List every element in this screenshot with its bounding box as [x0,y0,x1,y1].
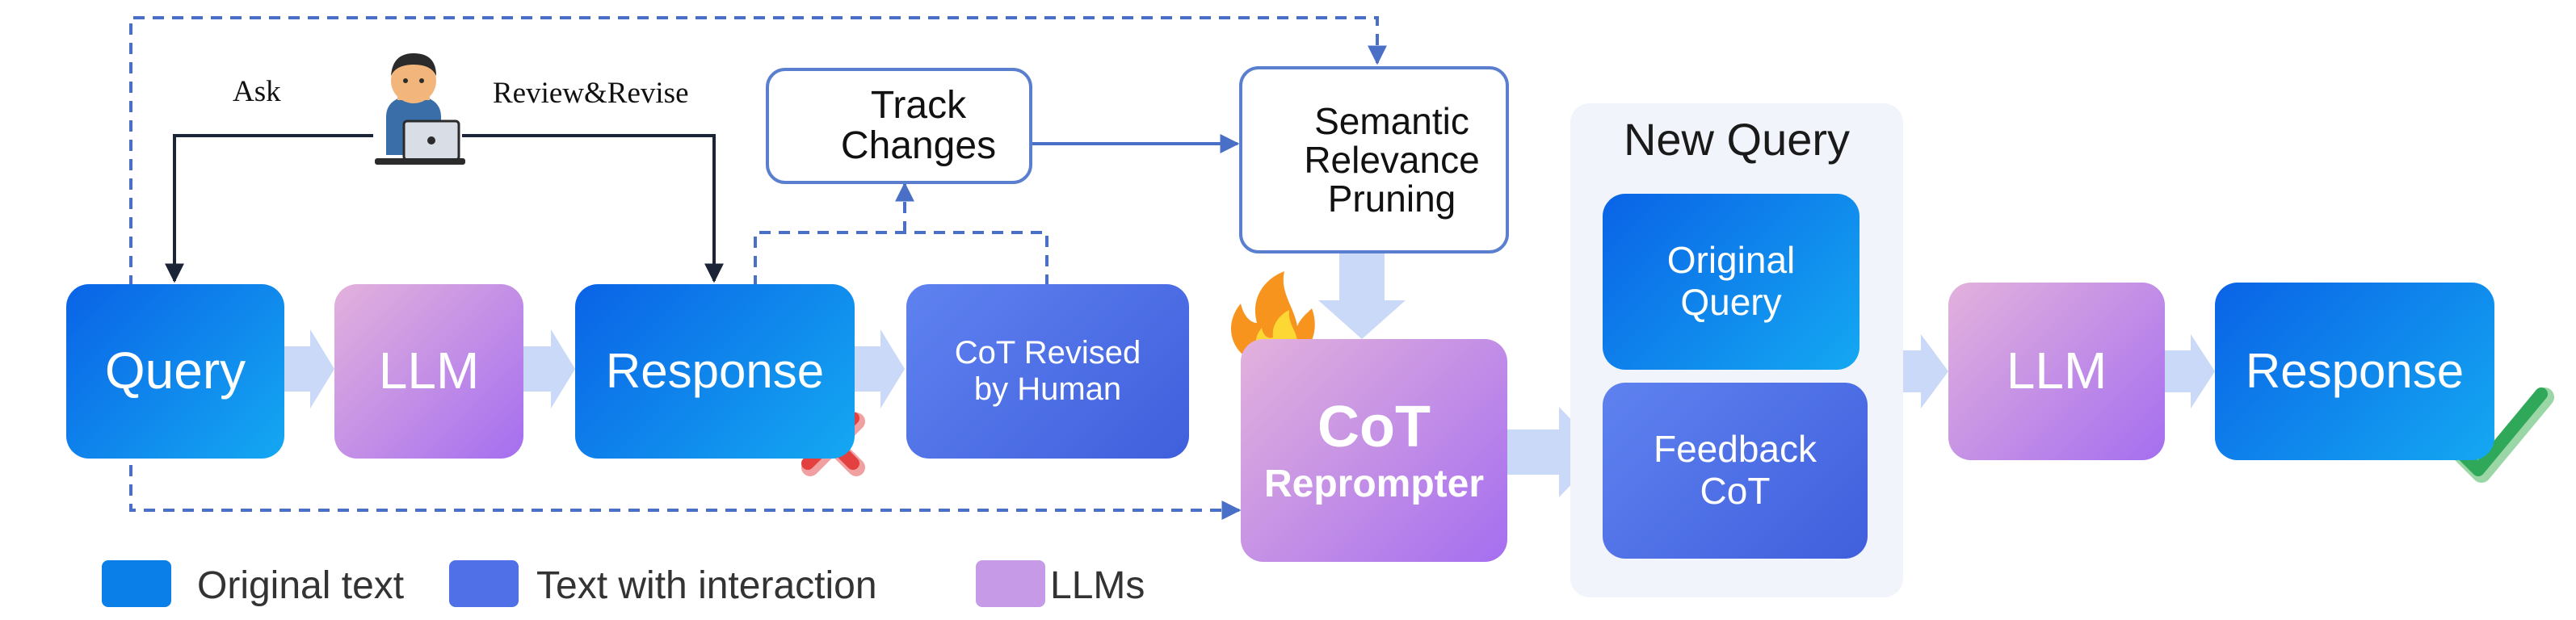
semantic-pruning-node: Semantic Relevance Pruning [1239,66,1509,253]
dashed-arrow-query-to-reprompter [129,446,1242,520]
cot-reprompter-node: CoT Reprompter [1241,339,1507,562]
legend-label-llms: LLMs [1050,564,1145,607]
legend-label-interaction: Text with interaction [536,564,877,607]
legend-swatch-original [102,560,171,607]
feedback-cot-node: Feedback CoT [1603,383,1868,559]
ask-arrow [165,134,373,283]
response-node-1: Response [575,284,855,459]
reprompter-title: CoT [1317,394,1431,459]
response-node-2: Response [2215,283,2494,460]
flow-arrow-pruning-reprompter [1318,252,1406,339]
flow-arrow-llm-response [2165,334,2215,408]
ask-label: Ask [233,75,281,108]
flow-arrow-query-llm [283,329,334,408]
flow-arrow-newquery-llm [1903,334,1948,408]
dashed-arrow-query-to-pruning [129,16,1387,287]
original-query-node: Original Query [1603,194,1860,370]
llm-node-2: LLM [1948,283,2165,460]
new-query-title: New Query [1623,114,1851,165]
legend-label-original: Original text [197,564,405,607]
track-changes-node: Track Changes [766,68,1032,184]
cot-revised-node: CoT Revised by Human [906,284,1189,459]
legend-swatch-interaction [449,560,519,607]
review-revise-arrow [462,134,724,283]
flow-arrow-llm-response [523,329,575,408]
flow-arrow-response-cot [855,329,905,408]
llm-node-1: LLM [334,284,523,459]
reprompter-subtitle: Reprompter [1263,463,1485,506]
user-laptop-icon [375,53,465,165]
review-revise-label: Review&Revise [493,77,689,110]
legend-swatch-llms [976,560,1045,607]
dashed-bracket-to-track-changes [754,231,1048,287]
query-node: Query [66,284,284,459]
